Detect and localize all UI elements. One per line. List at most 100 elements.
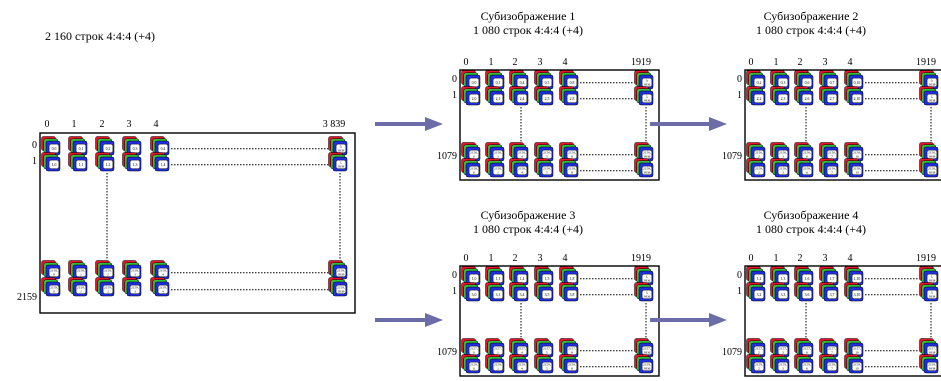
pixel-coordinate-label: 2158,	[131, 269, 139, 274]
pixel-coordinate-label: 2158,	[337, 269, 345, 274]
pixel-symbol: 0,0	[461, 70, 481, 90]
pixel-coordinate-label: 2157,	[494, 347, 502, 352]
pixel-coordinate-label: 2,4	[520, 97, 525, 102]
pixel-coordinate-label: 1	[497, 366, 499, 370]
column-index-label: 1919	[916, 253, 936, 264]
pixel-symbol: 2159,3838	[919, 354, 939, 374]
column-index-label: 2	[798, 57, 803, 68]
pixel-coordinate-label: 0,6	[805, 81, 810, 86]
pixel-symbol: 3,1	[485, 282, 505, 302]
pixel-front-tile	[641, 165, 653, 176]
pixel-coordinate-label: 1,4	[161, 163, 166, 168]
pixel-coordinate-label: 8	[571, 350, 573, 354]
pixel-front-tile	[777, 93, 789, 104]
pixel-coordinate-label: 2159,	[50, 286, 58, 291]
pixel-coordinate-label: 3	[782, 366, 784, 370]
column-index-label: 1919	[916, 57, 936, 68]
pixel-symbol: 2157,6	[794, 338, 814, 358]
subimage-title-text: Субизображение 1	[480, 9, 576, 23]
pixel-front-tile	[48, 159, 60, 170]
arrow-head	[425, 117, 443, 131]
row-index-label: 1079	[722, 347, 742, 358]
pixel-front-tile	[516, 289, 528, 300]
column-index-label: 3	[538, 253, 543, 264]
pixel-symbol: 2159,0	[461, 354, 481, 374]
pixel-symbol: 2158,0	[41, 260, 61, 280]
column-index-label: 4	[848, 57, 853, 68]
pixel-symbol: 1,3839	[328, 152, 348, 172]
pixel-front-tile	[777, 165, 789, 176]
pixel-coordinate-label: 2158,	[470, 167, 478, 172]
subimage-4-title: Субизображение 4 1 080 строк 4:4:4 (+4)	[751, 208, 871, 236]
pixel-coordinate-label: 2158,	[518, 167, 526, 172]
pixel-front-tile	[851, 165, 863, 176]
arrow-head	[425, 313, 443, 327]
pixel-symbol: 2156,7	[819, 142, 839, 162]
column-index-label: 2	[798, 253, 803, 264]
column-index-label: 3 839	[323, 119, 346, 130]
pixel-coordinate-label: 2159,	[755, 363, 763, 368]
pixel-front-tile	[801, 165, 813, 176]
pixel-coordinate-label: 5	[546, 170, 548, 174]
pixel-coordinate-label: 2159,	[853, 363, 861, 368]
pixel-coordinate-label: 0,7	[830, 81, 835, 86]
pixel-coordinate-label: 2	[758, 170, 760, 174]
pixel-front-tile	[641, 361, 653, 372]
pixel-symbol: 0,3838	[919, 70, 939, 90]
pixel-coordinate-label: 2	[107, 289, 109, 293]
pixel-coordinate-label: 2159,	[337, 286, 345, 291]
pixel-coordinate-label: 3838	[929, 294, 936, 298]
subimage-subtitle-text: 1 080 строк 4:4:4 (+4)	[756, 23, 866, 37]
row-index-label: 0	[452, 74, 457, 85]
pixel-coordinate-label: 4	[521, 366, 523, 370]
pixel-symbol: 1,8	[559, 266, 579, 286]
pixel-coordinate-label: 2157,	[853, 347, 861, 352]
pixel-symbol: 2,6	[794, 86, 814, 106]
pixel-symbol: 0,1	[485, 70, 505, 90]
pixel-front-tile	[129, 267, 141, 278]
pixel-coordinate-label: 3838	[929, 154, 936, 158]
pixel-coordinate-label: 3,	[646, 291, 649, 296]
pixel-coordinate-label: 2157,	[828, 347, 836, 352]
pixel-coordinate-label: 2156,	[470, 151, 478, 156]
column-index-label: 4	[563, 57, 568, 68]
subimage-subtitle-text: 1 080 строк 4:4:4 (+4)	[473, 222, 583, 236]
pixel-symbol: 2158,7	[819, 158, 839, 178]
pixel-coordinate-label: 3,2	[757, 293, 762, 298]
pixel-coordinate-label: 5	[546, 154, 548, 158]
pixel-front-tile	[541, 165, 553, 176]
pixel-coordinate-label: 2,8	[570, 97, 575, 102]
pixel-symbol: 2159,3836	[634, 354, 654, 374]
pixel-symbol: 2157,3838	[919, 338, 939, 358]
pixel-symbol: 2156,2	[746, 142, 766, 162]
pixel-coordinate-label: 2159,	[494, 363, 502, 368]
pixel-symbol: 3,7	[819, 282, 839, 302]
pixel-coordinate-label: 2157,	[643, 347, 651, 352]
pixel-coordinate-label: 3836	[644, 366, 651, 370]
subimage-title-text: Субизображение 3	[480, 208, 576, 222]
pixel-symbol: 2,10	[844, 86, 864, 106]
pixel-coordinate-label: 4	[521, 154, 523, 158]
pixel-front-tile	[75, 267, 87, 278]
pixel-symbol: 1,4	[509, 266, 529, 286]
pixel-coordinate-label: 2158,	[568, 167, 576, 172]
arrow-main-to-subimage-1	[375, 117, 443, 131]
pixel-coordinate-label: 2,	[646, 95, 649, 100]
pixel-front-tile	[566, 289, 578, 300]
pixel-coordinate-label: 1,10	[854, 277, 861, 282]
pixel-symbol: 2158,1	[68, 260, 88, 280]
pixel-coordinate-label: 2159,	[131, 286, 139, 291]
pixel-coordinate-label: 3836	[644, 154, 651, 158]
pixel-front-tile	[851, 289, 863, 300]
pixel-symbol: 2157,5	[534, 338, 554, 358]
pixel-symbol: 2156,3836	[634, 142, 654, 162]
pixel-coordinate-label: 2157,	[568, 347, 576, 352]
pixel-front-tile	[826, 165, 838, 176]
pixel-front-tile	[335, 159, 347, 170]
pixel-symbol: 2157,8	[559, 338, 579, 358]
pixel-coordinate-label: 2	[107, 272, 109, 276]
pixel-coordinate-label: 0,3	[133, 147, 138, 152]
pixel-coordinate-label: 3836	[644, 170, 651, 174]
